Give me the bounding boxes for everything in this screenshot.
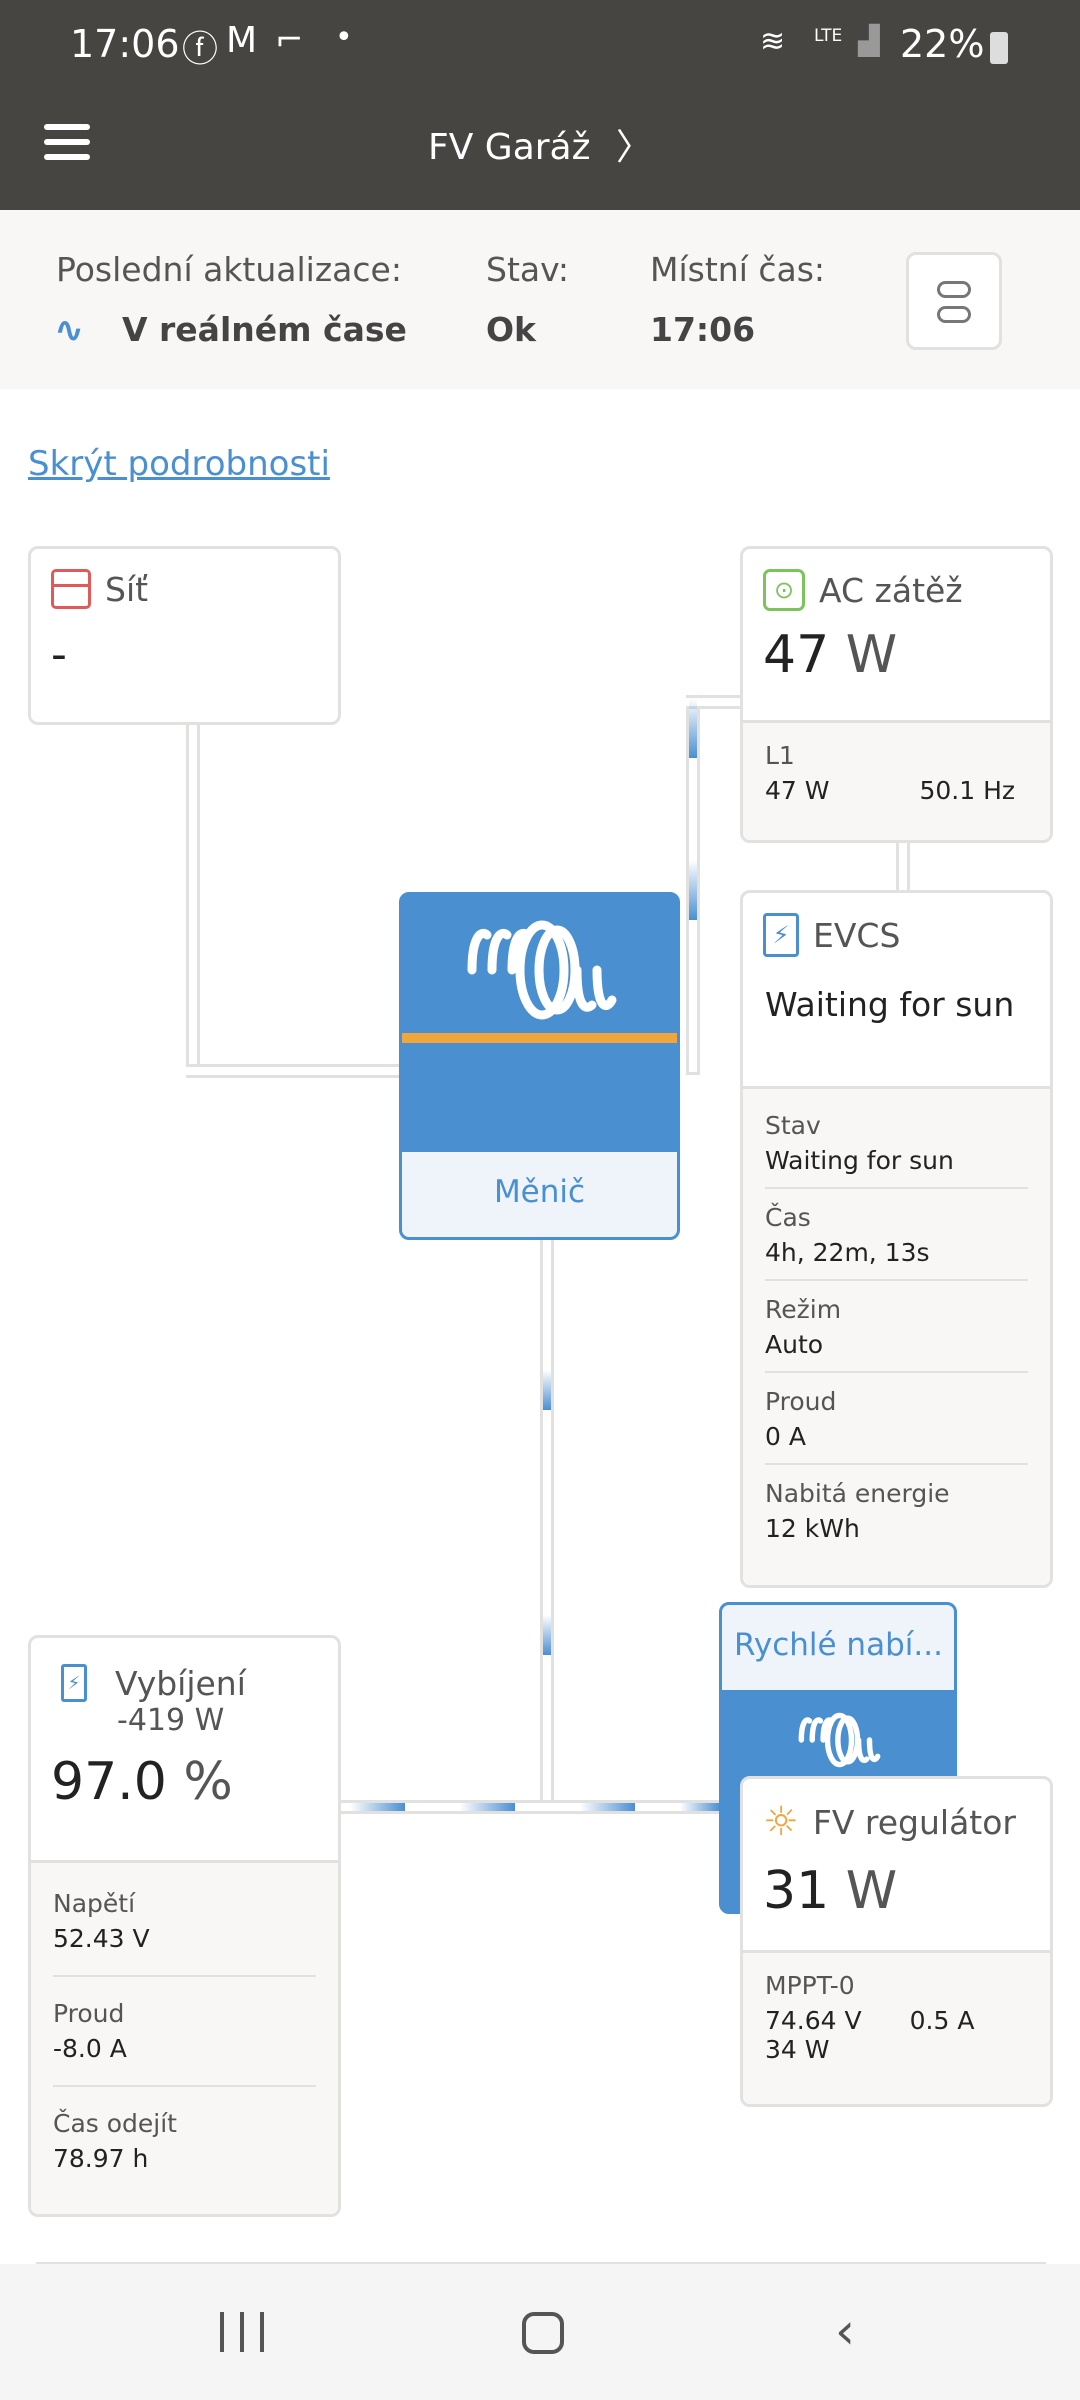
evcs-row-label: Čas [765, 1203, 811, 1232]
wire-inverter-dc [540, 1238, 554, 1808]
tracker-power: 34 W [765, 2035, 830, 2064]
back-button[interactable]: ‹ [835, 2302, 855, 2360]
toggle-icon [937, 306, 971, 323]
inverter-label: Měnič [402, 1152, 677, 1237]
tracker-label: MPPT-0 [765, 1971, 855, 2000]
flow-dash [689, 860, 697, 920]
evcs-row-value: Waiting for sun [765, 1146, 954, 1175]
local-time-value: 17:06 [650, 310, 756, 349]
info-panel: Poslední aktualizace: ∿ V reálném čase S… [0, 210, 1080, 389]
solar-value: 31 [763, 1861, 830, 1921]
local-time-label: Místní čas: [650, 250, 826, 289]
wire-grid-inverter-h [186, 1064, 401, 1078]
ac-load-value: 47 [763, 625, 830, 685]
battery-row-value: -8.0 A [53, 2034, 127, 2063]
sun-icon: ☼ [763, 1799, 799, 1845]
home-button[interactable] [522, 2312, 564, 2354]
flow-dash [543, 1370, 551, 1410]
realtime-wave-icon: ∿ [54, 310, 85, 351]
battery-row-label: Proud [53, 1999, 125, 2028]
solar-charger-card[interactable]: ☼ FV regulátor 31 W MPPT-0 74.64 V 0.5 A 3… [740, 1776, 1053, 2107]
hide-details-link[interactable]: Skrýt podrobnosti [28, 444, 330, 484]
battery-row-value: 78.97 h [53, 2144, 149, 2173]
battery-card[interactable]: ⚡ Vybíjení-419 W 97.0 % Napětí 52.43 V Pr… [28, 1635, 341, 2217]
flow-dash [350, 1803, 405, 1811]
victron-logo-icon [467, 920, 617, 1020]
ev-charger-icon: ⚡ [763, 913, 799, 957]
ac-load-title: AC zátěž [819, 570, 963, 610]
recent-apps-button[interactable] [220, 2312, 264, 2352]
battery-title: Vybíjení [115, 1664, 246, 1703]
mail-icon: M [226, 20, 258, 61]
battery-row-value: 52.43 V [53, 1924, 150, 1953]
charger-label: Rychlé nabí... [722, 1605, 954, 1690]
wire-ac-h [686, 695, 742, 709]
evcs-title: EVCS [813, 915, 901, 955]
tracker-current: 0.5 A [909, 2006, 975, 2035]
evcs-status: Waiting for sun [765, 985, 1015, 1024]
tracker-voltage: 74.64 V [765, 2006, 862, 2035]
battery-soc-unit: % [183, 1752, 233, 1812]
flow-dash [460, 1803, 515, 1811]
page-title: FV Garáž [428, 127, 591, 168]
shoe-icon: ⌐ [275, 20, 304, 60]
wire-grid-inverter [186, 724, 200, 1078]
evcs-row-value: Auto [765, 1330, 824, 1359]
phase-frequency: 50.1 Hz [919, 776, 1016, 805]
toggle-icon [937, 281, 971, 298]
menu-button[interactable] [44, 124, 90, 160]
evcs-row-label: Nabitá energie [765, 1479, 950, 1508]
battery-icon: ⚡ [61, 1664, 87, 1702]
grid-value: - [51, 629, 67, 680]
volte-icon: LTE [814, 26, 843, 46]
evcs-row-value: 0 A [765, 1422, 806, 1451]
inverter-ac-stripe [402, 1033, 677, 1043]
status-time: 17:06 [70, 22, 180, 66]
battery-percent: 22% [900, 22, 985, 66]
evcs-row-label: Stav [765, 1111, 821, 1140]
inverter-card[interactable]: Měnič [399, 892, 680, 1240]
app-bar: FV Garáž 〉 [0, 90, 1080, 210]
state-label: Stav: [486, 250, 569, 289]
last-update-value: V reálném čase [122, 310, 407, 349]
battery-row-label: Napětí [53, 1889, 136, 1918]
wire-ac-evcs [896, 840, 910, 892]
grid-card[interactable]: Síť - [28, 546, 341, 725]
last-update-label: Poslední aktualizace: [56, 250, 402, 289]
solar-title: FV regulátor [812, 1802, 1016, 1842]
system-nav-bar: ‹ [0, 2264, 1080, 2400]
status-bar: 17:06 ⓕ M ⌐ • ≋ LTE ▟ 22% [0, 0, 1080, 90]
evcs-row-label: Proud [765, 1387, 837, 1416]
phase-label: L1 [765, 741, 795, 770]
socket-icon: ⊙ [763, 569, 805, 611]
victron-logo-icon [798, 1712, 881, 1768]
signal-icon: ▟ [858, 24, 880, 57]
battery-power: -419 W [117, 1703, 225, 1738]
grid-title: Síť [105, 569, 149, 609]
flow-dash [689, 698, 697, 758]
evcs-row-value: 12 kWh [765, 1514, 860, 1543]
solar-unit: W [845, 1861, 898, 1921]
site-title-button[interactable]: FV Garáž 〉 [0, 118, 1080, 170]
flow-dash [543, 1615, 551, 1655]
battery-icon [990, 32, 1008, 64]
ac-load-card[interactable]: ⊙ AC zátěž 47 W L1 47 W 50.1 Hz [740, 546, 1053, 843]
evcs-row-label: Režim [765, 1295, 842, 1324]
battery-row-label: Čas odejít [53, 2109, 177, 2138]
flow-dash [680, 1803, 720, 1811]
ac-load-unit: W [845, 625, 898, 685]
evcs-row-value: 4h, 22m, 13s [765, 1238, 930, 1267]
chevron-right-icon: 〉 [615, 127, 652, 168]
phase-power: 47 W [765, 776, 830, 805]
dot-icon: • [335, 20, 353, 55]
grid-icon [51, 569, 91, 609]
facebook-icon: ⓕ [182, 29, 219, 70]
state-value: Ok [486, 310, 536, 349]
wifi-icon: ≋ [760, 24, 786, 59]
switches-button[interactable] [906, 252, 1002, 350]
battery-soc: 97.0 [51, 1752, 167, 1812]
flow-dash [580, 1803, 635, 1811]
divider [36, 2262, 1046, 2264]
